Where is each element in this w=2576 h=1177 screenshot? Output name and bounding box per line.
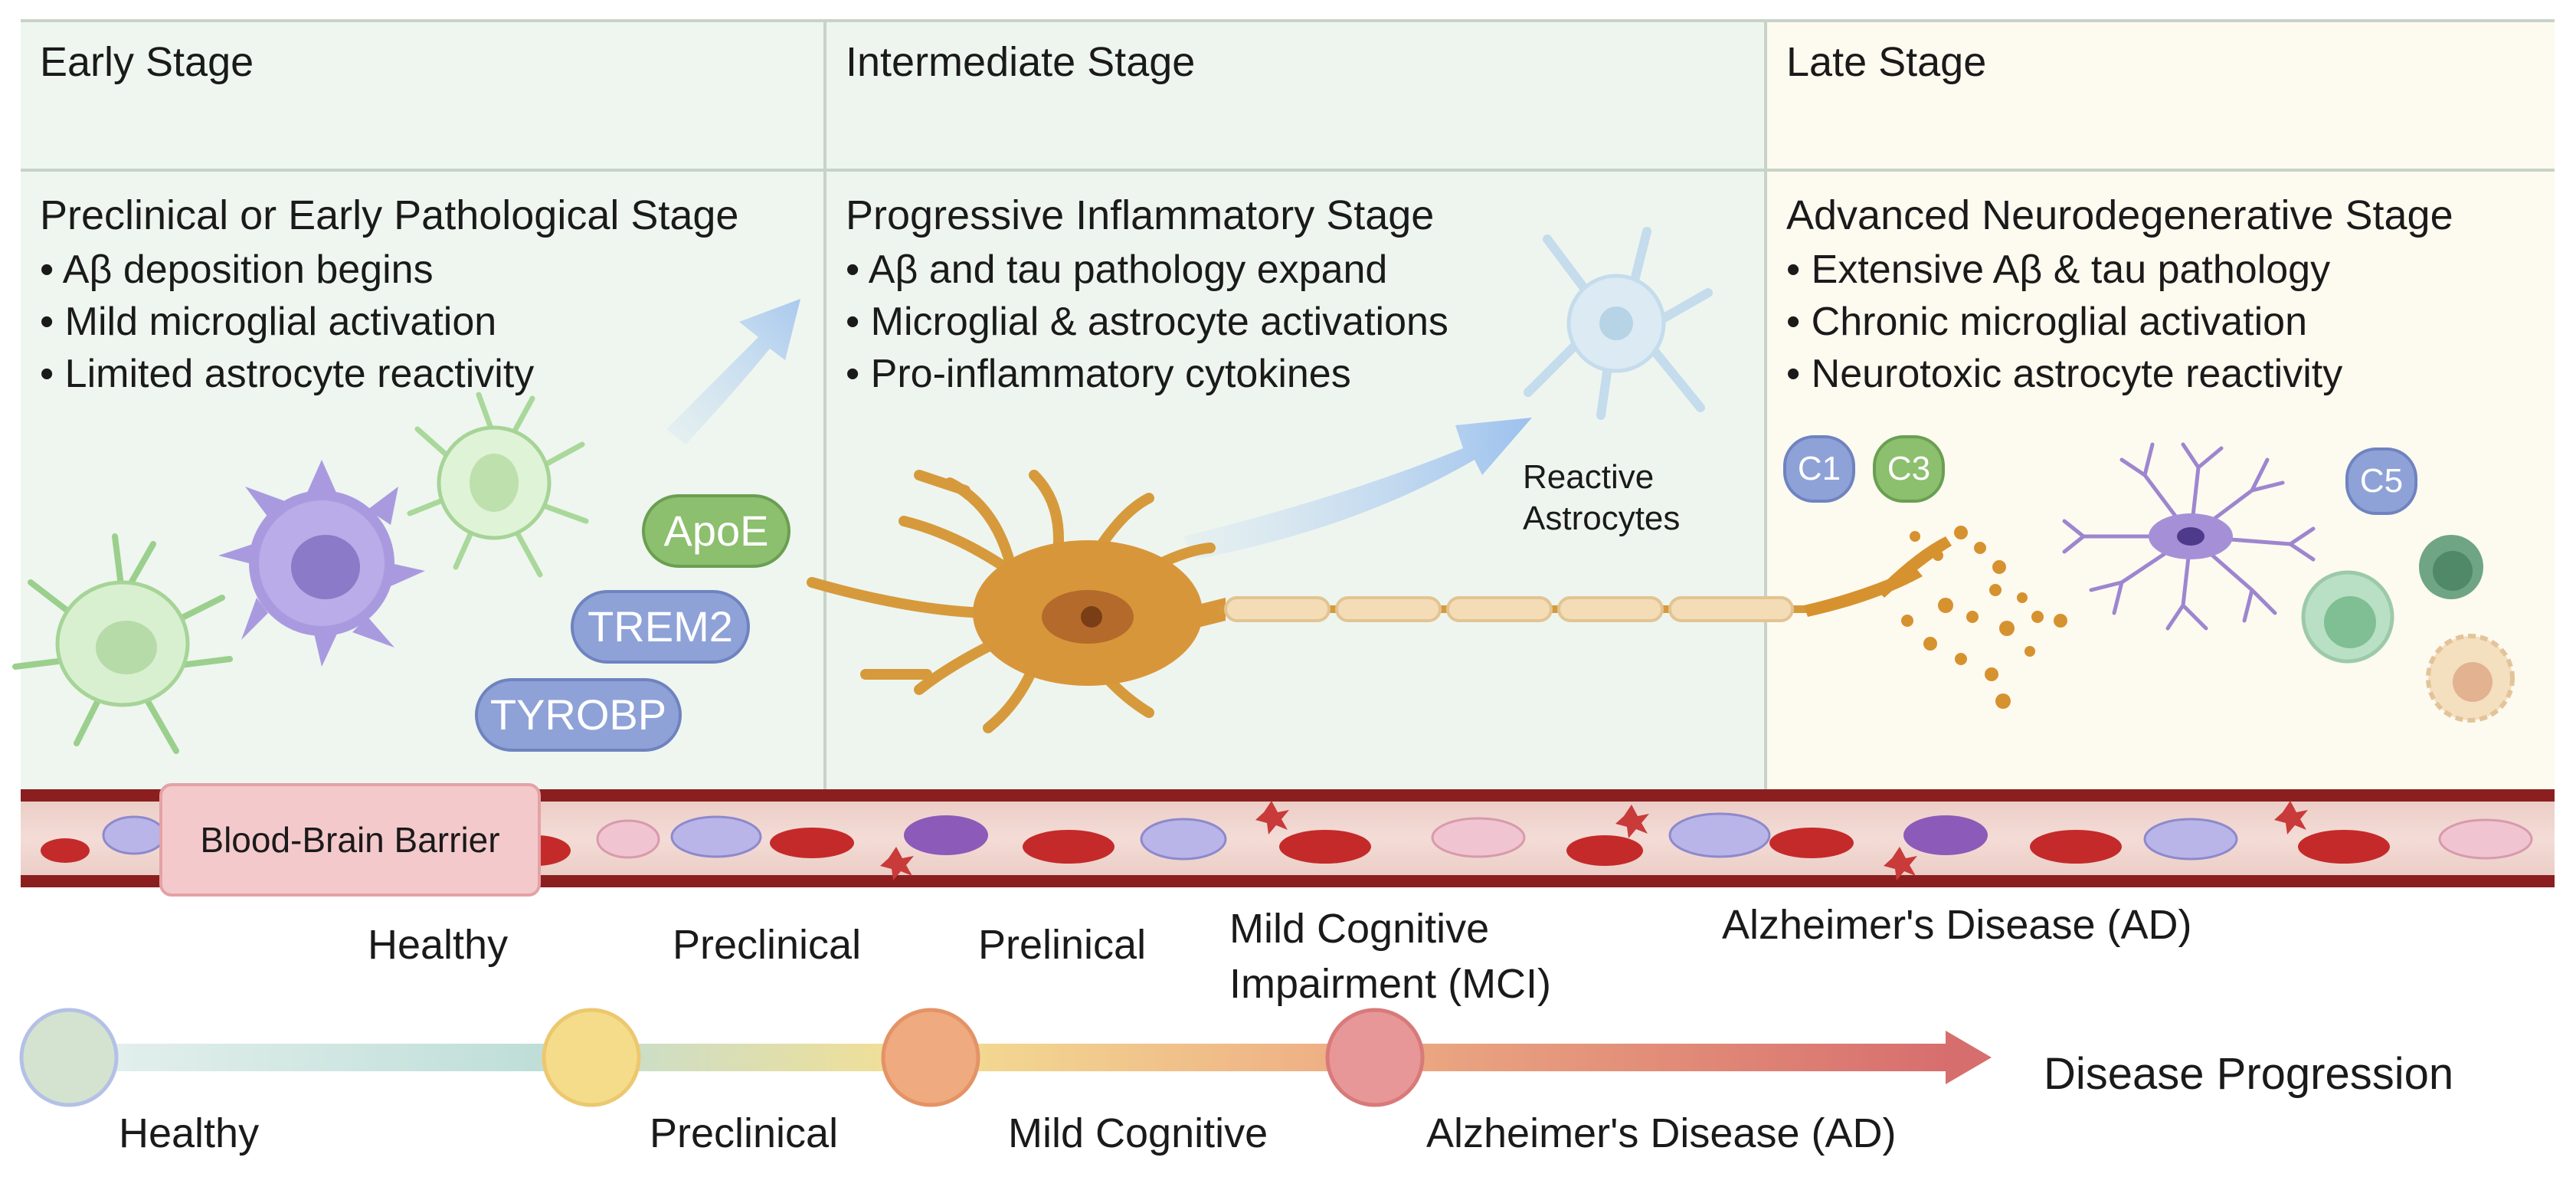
- reactive-astrocyte-icon: [1524, 227, 1713, 420]
- intermediate-stage-panel: [825, 21, 1766, 789]
- timeline-top-healthy: Healthy: [368, 922, 509, 968]
- bullet-item: • Limited astrocyte reactivity: [40, 352, 535, 396]
- apoe-badge: ApoE: [642, 494, 790, 568]
- progression-arrow-early: [666, 299, 800, 444]
- early-stage-heading: Preclinical or Early Pathological Stage: [40, 192, 739, 238]
- bullet-item: • Mild microglial activation: [40, 300, 497, 344]
- timeline-bottom-healthy: Healthy: [119, 1110, 260, 1156]
- reactive-astrocytes-label: Reactive Astrocytes: [1523, 457, 1680, 539]
- late-stage-title: Late Stage: [1786, 39, 1987, 85]
- healthy-stage-dot: [19, 1008, 119, 1107]
- bullet-item: • Aβ and tau pathology expand: [846, 248, 1388, 292]
- neurotoxic-astrocyte-icon: [2062, 442, 2316, 631]
- timeline-bottom-ad: Alzheimer's Disease (AD): [1426, 1110, 1897, 1156]
- early-stage-title: Early Stage: [40, 39, 254, 85]
- peripheral-cell-icon: [2426, 634, 2515, 723]
- neuron-icon: [807, 470, 1226, 733]
- disease-progression-label: Disease Progression: [2044, 1049, 2454, 1099]
- peripheral-cell-icon: [2301, 570, 2394, 664]
- timeline-top-mci-line1: Mild Cognitive: [1229, 906, 1490, 952]
- timeline-top-ad: Alzheimer's Disease (AD): [1722, 902, 2192, 948]
- bullet-item: • Extensive Aβ & tau pathology: [1786, 248, 2331, 292]
- ramified-microglia-icon: [407, 392, 589, 578]
- timeline-top-prelinical: Prelinical: [978, 922, 1147, 968]
- early-stage-bullets: • Aβ deposition begins • Mild microglial…: [40, 244, 534, 400]
- reactive-astrocytes-line1: Reactive: [1523, 458, 1655, 496]
- late-stage-panel: [1766, 21, 2555, 789]
- mild-stage-dot: [881, 1008, 980, 1107]
- timeline-bottom-mild: Mild Cognitive: [1008, 1110, 1268, 1156]
- timeline-top-mci: Mild Cognitive Impairment (MCI): [1229, 901, 1551, 1011]
- bullet-item: • Chronic microglial activation: [1786, 300, 2308, 344]
- bbb-label: Blood-Brain Barrier: [159, 783, 541, 897]
- late-stage-heading: Advanced Neurodegenerative Stage: [1786, 192, 2453, 238]
- bullet-item: • Neurotoxic astrocyte reactivity: [1786, 352, 2343, 396]
- timeline-top-mci-line2: Impairment (MCI): [1229, 961, 1552, 1007]
- disease-progression-bar: [69, 1031, 1992, 1084]
- degenerating-axon-icon: [1804, 526, 2067, 709]
- c3-badge: C3: [1873, 435, 1945, 503]
- timeline-top-preclinical: Preclinical: [673, 922, 862, 968]
- bullet-item: • Pro-inflammatory cytokines: [846, 352, 1351, 396]
- late-stage-bullets: • Extensive Aβ & tau pathology • Chronic…: [1786, 244, 2342, 400]
- microglia-cell-icon: [12, 533, 233, 754]
- reactive-astrocytes-line2: Astrocytes: [1523, 500, 1681, 537]
- ad-stage-dot: [1325, 1008, 1425, 1107]
- timeline-bottom-preclinical: Preclinical: [650, 1110, 839, 1156]
- axon-myelin-icon: [1218, 596, 1808, 622]
- c1-badge: C1: [1783, 435, 1855, 503]
- intermediate-stage-bullets: • Aβ and tau pathology expand • Microgli…: [846, 244, 1448, 400]
- peripheral-cell-icon: [2419, 535, 2483, 599]
- intermediate-stage-title: Intermediate Stage: [846, 39, 1196, 85]
- progression-arrow-intermediate: [1183, 418, 1532, 559]
- trem2-badge: TREM2: [571, 590, 750, 664]
- bullet-item: • Microglial & astrocyte activations: [846, 300, 1448, 344]
- preclinical-stage-dot: [542, 1008, 641, 1107]
- intermediate-stage-heading: Progressive Inflammatory Stage: [846, 192, 1435, 238]
- tyrobp-badge: TYROBP: [475, 678, 682, 752]
- bullet-item: • Aβ deposition begins: [40, 248, 434, 292]
- c5-badge: C5: [2345, 448, 2417, 515]
- activated-microglia-icon: [218, 460, 425, 667]
